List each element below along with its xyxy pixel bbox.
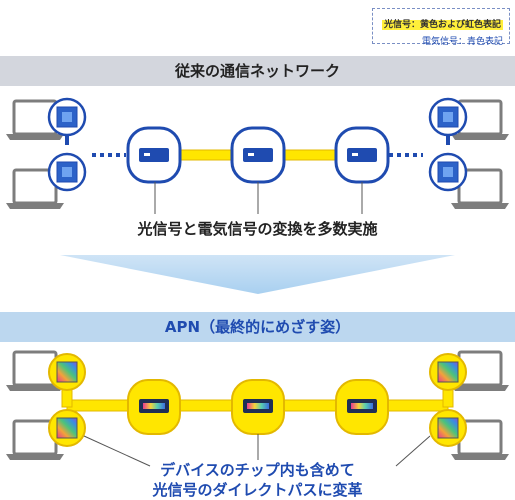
chip-icon	[47, 97, 468, 192]
conventional-network-title: 従来の通信ネットワーク	[0, 56, 515, 86]
apn-caption-line1: デバイスのチップ内も含めて	[160, 461, 355, 479]
legend-box: 光信号：黄色および虹色表記 電気信号：青色表記	[372, 8, 510, 47]
apn-caption-line2: 光信号のダイレクトパスに変革	[152, 481, 363, 499]
apn-caption: デバイスのチップ内も含めて 光信号のダイレクトパスに変革	[0, 460, 515, 500]
laptop-icon	[6, 350, 509, 460]
switch-icon	[126, 126, 390, 184]
legend-optical: 光信号：黄色および虹色表記	[381, 20, 503, 30]
apn-title: APN（最終的にめざす姿）	[0, 312, 515, 342]
optical-chip-icon	[48, 353, 467, 447]
legend-electrical: 電気信号：青色表記	[421, 37, 503, 47]
transition-arrow	[60, 255, 455, 294]
conventional-caption: 光信号と電気信号の変換を多数実施	[137, 220, 378, 238]
optical-switch-icon	[127, 379, 389, 435]
